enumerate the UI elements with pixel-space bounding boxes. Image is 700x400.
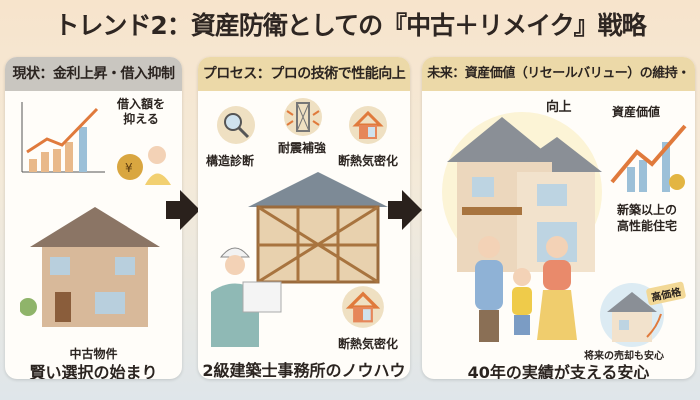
panel-header: 現状：金利上昇・借入抑制 <box>5 57 182 91</box>
item-structural-diagnosis: 構造診断 <box>206 154 255 168</box>
insulation-house-icon <box>342 286 384 328</box>
insulation-house-icon <box>349 106 387 144</box>
magnifier-icon <box>217 106 255 144</box>
item-insulation-bottom: 断熱気密化 <box>338 337 399 351</box>
asset-rising-chart-icon <box>610 124 687 192</box>
item-seismic-reinforcement: 耐震補強 <box>278 141 327 155</box>
label-asset-value: 資産価値 <box>612 105 661 119</box>
label-high-performance-home: 新築以上の 高性能住宅 <box>617 203 678 233</box>
renovated-house-illustration <box>442 112 602 272</box>
page-title: トレンド2：資産防衛としての『中古＋リメイク』戦略 <box>54 11 646 40</box>
callout-borrowing: 借入額を 抑える <box>117 97 166 126</box>
architect-illustration <box>211 247 282 347</box>
seismic-reinforcement-icon <box>284 98 322 136</box>
panel-current: 現状：金利上昇・借入抑制 借入額を 抑える ¥ 中古物件 賢い選択の始まり <box>5 57 182 379</box>
caption-40-years-record: 40年の実績が支える安心 <box>467 363 650 379</box>
svg-text:¥: ¥ <box>125 161 133 175</box>
item-insulation-top: 断熱気密化 <box>338 154 399 168</box>
woman-with-money-bag-illustration: ¥ <box>117 146 171 185</box>
rising-chart-icon <box>21 102 105 173</box>
caption-smart-choice: 賢い選択の始まり <box>29 363 158 379</box>
panel-process: プロセス：プロの技術で性能向上 構造診断 耐震補強 断熱気密化 断熱気密化 2級… <box>198 57 410 379</box>
panel-header: 未来：資産価値（リセールバリュー）の維持・向上 <box>422 57 695 115</box>
family-illustration <box>475 236 577 342</box>
panel-future: 未来：資産価値（リセールバリュー）の維持・向上 資産価値 新築以上の 高性能住宅… <box>422 57 695 379</box>
wooden-frame-house-illustration <box>248 172 388 284</box>
caption-architect-know-how: 2級建築士事務所のノウハウ <box>202 361 406 379</box>
flow-arrow-icon <box>166 190 200 230</box>
caption-used-property: 中古物件 <box>69 347 118 361</box>
flow-arrow-icon <box>388 190 422 230</box>
panel-header: プロセス：プロの技術で性能向上 <box>198 57 410 91</box>
used-house-illustration <box>20 207 160 327</box>
label-future-resale: 将来の売却も安心 <box>584 351 664 362</box>
